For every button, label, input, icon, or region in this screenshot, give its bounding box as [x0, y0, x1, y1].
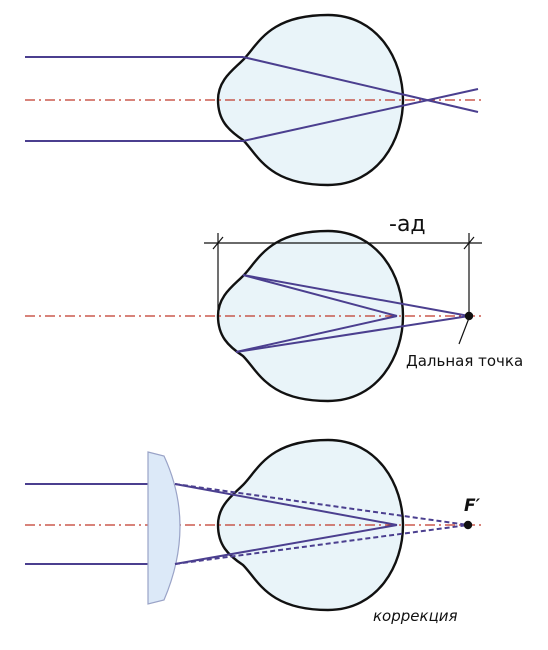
ray-bottom-refracted — [174, 524, 398, 565]
virtual-ray-bottom — [174, 524, 469, 565]
far-point-distance-label: -aд — [389, 212, 426, 237]
ray-top-refracted — [174, 483, 398, 526]
diagram-far-point — [25, 229, 482, 403]
ray-bottom-inside — [235, 315, 398, 353]
ray-top-inside — [242, 274, 398, 317]
virtual-ray-top — [174, 483, 469, 526]
far-point-dot — [464, 311, 474, 321]
ray-top-refracted — [242, 56, 479, 113]
focal-point-dot — [463, 520, 473, 530]
far-point-label: Дальная точка — [406, 352, 524, 370]
ray-bottom-from-far-point — [235, 315, 470, 353]
dimension-tick-left — [212, 236, 224, 250]
dimension-tick-right — [463, 236, 475, 250]
far-point-leader — [458, 317, 470, 345]
ray-top-from-far-point — [242, 274, 470, 317]
focal-point-label: F′ — [464, 496, 481, 516]
diagram-correction — [25, 438, 482, 612]
correction-label: коррекция — [373, 607, 458, 625]
ray-bottom-refracted — [242, 88, 479, 142]
diagram-myopic-eye — [25, 13, 482, 187]
diverging-lens — [147, 451, 181, 605]
